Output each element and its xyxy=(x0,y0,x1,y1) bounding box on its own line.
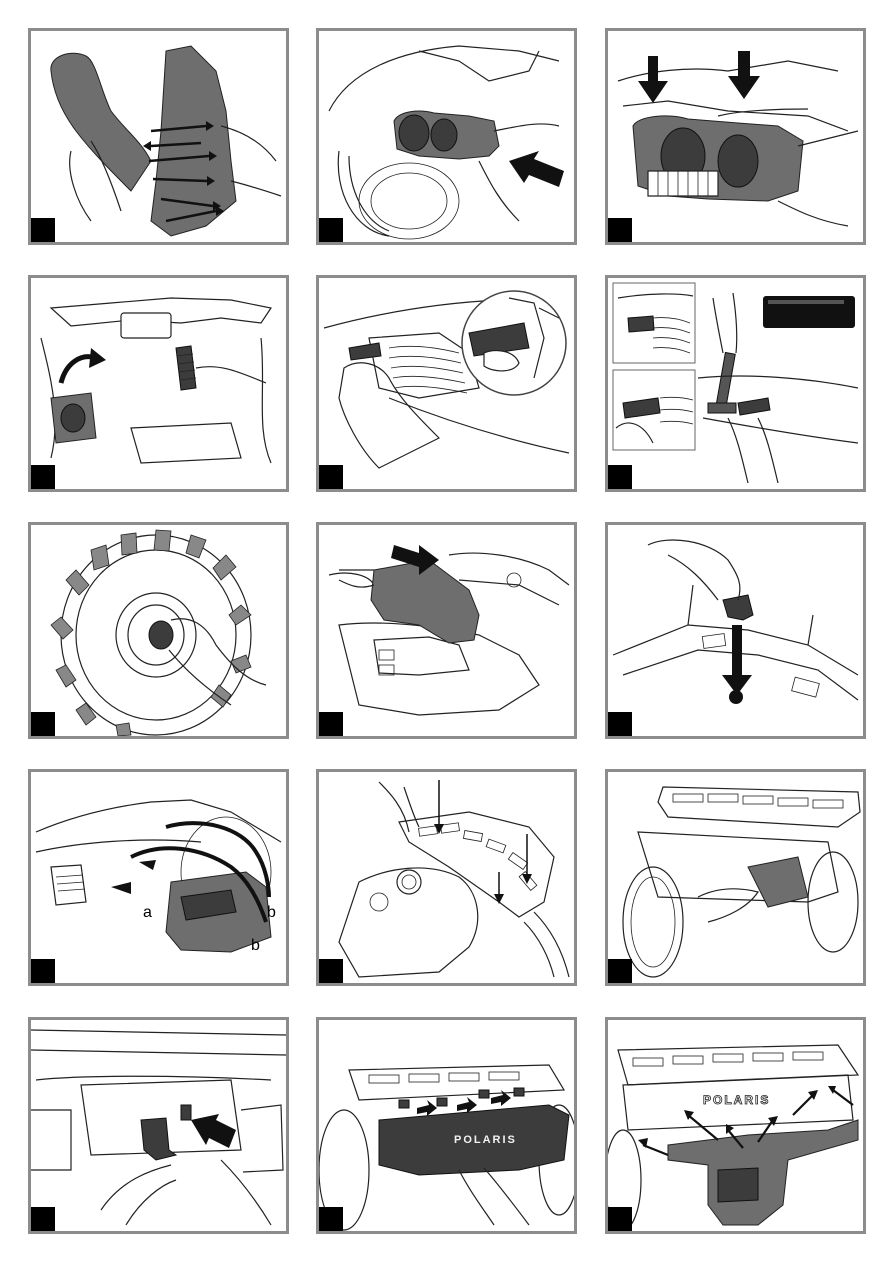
step-marker xyxy=(31,465,55,489)
step-panel-9 xyxy=(605,522,866,739)
illustration-steering-boot xyxy=(31,278,286,489)
illustration-install-gearbox xyxy=(319,31,574,242)
step-marker xyxy=(319,1207,343,1231)
step-panel-7 xyxy=(28,522,289,739)
illustration-battery-cover xyxy=(319,525,574,736)
step-panel-13 xyxy=(28,1017,289,1234)
step-panel-1 xyxy=(28,28,289,245)
illustration-gearbox-halves xyxy=(31,31,286,242)
step-marker xyxy=(319,218,343,242)
step-marker xyxy=(319,465,343,489)
step-panel-5 xyxy=(316,275,577,492)
callout-b-upper: b xyxy=(267,904,276,921)
illustration-rear-fender: a b b xyxy=(31,772,286,983)
step-panel-2 xyxy=(316,28,577,245)
illustration-front-bumper: POLARIS xyxy=(319,1020,574,1231)
callout-b-lower: b xyxy=(251,937,260,954)
step-panel-12 xyxy=(605,769,866,986)
step-panel-15: POLARIS xyxy=(605,1017,866,1234)
illustration-hammer-pin xyxy=(608,278,863,489)
callout-a: a xyxy=(143,904,152,921)
step-marker xyxy=(31,1207,55,1231)
step-marker xyxy=(31,959,55,983)
illustration-rear-bracket xyxy=(608,772,863,983)
step-panel-10: a b b xyxy=(28,769,289,986)
step-panel-11 xyxy=(316,769,577,986)
illustration-front-guard: POLARIS xyxy=(608,1020,863,1231)
illustration-bumper-clip xyxy=(31,1020,286,1231)
step-panel-14: POLARIS xyxy=(316,1017,577,1234)
step-panel-4 xyxy=(28,275,289,492)
illustration-wheel-hubcap xyxy=(31,525,286,736)
illustration-press-gearbox xyxy=(608,31,863,242)
step-marker xyxy=(608,465,632,489)
polaris-logo: POLARIS xyxy=(454,1134,517,1146)
step-marker xyxy=(608,218,632,242)
step-marker xyxy=(608,1207,632,1231)
step-marker xyxy=(31,218,55,242)
step-marker xyxy=(608,712,632,736)
step-panel-3 xyxy=(605,28,866,245)
illustration-seat-knob xyxy=(608,525,863,736)
step-marker xyxy=(608,959,632,983)
polaris-logo: POLARIS xyxy=(703,1093,770,1107)
illustration-insert-pin xyxy=(319,278,574,489)
step-panel-6 xyxy=(605,275,866,492)
step-marker xyxy=(319,959,343,983)
step-panel-8 xyxy=(316,522,577,739)
step-marker xyxy=(319,712,343,736)
illustration-rear-rack xyxy=(319,772,574,983)
step-marker xyxy=(31,712,55,736)
